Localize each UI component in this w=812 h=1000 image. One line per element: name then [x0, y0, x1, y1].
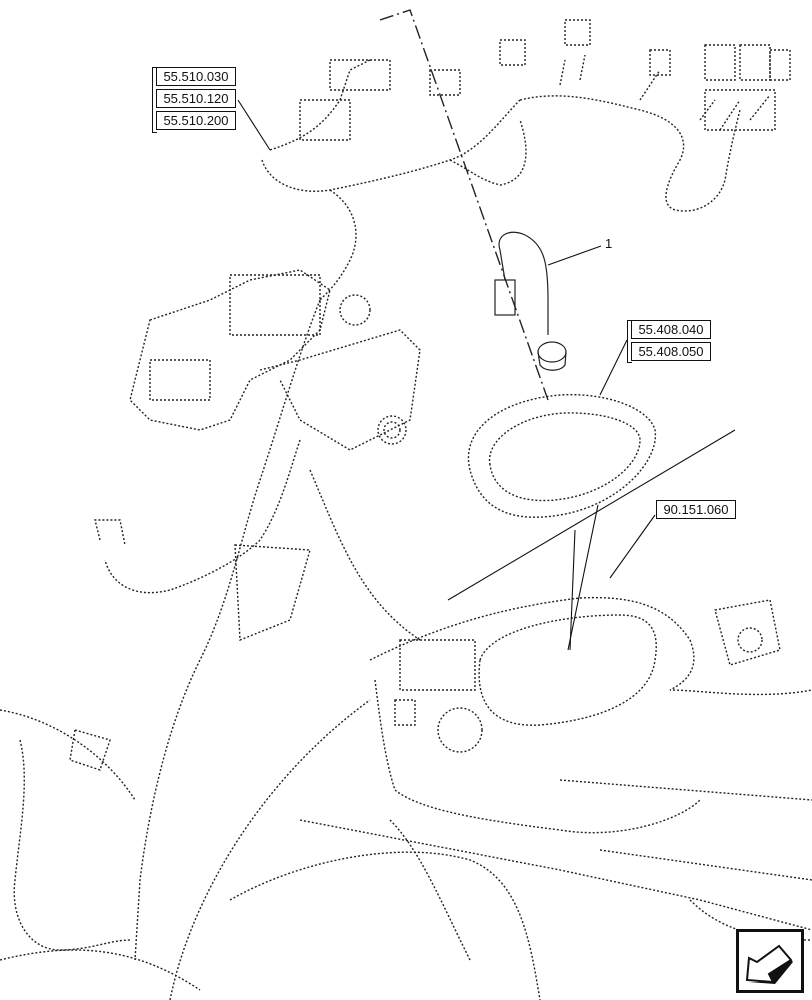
harness-ref-3[interactable]: 55.510.200 — [156, 111, 236, 130]
bezel-ref-2[interactable]: 55.408.050 — [631, 342, 711, 361]
relay-fuse-block — [129, 269, 421, 451]
harness-ref-bracket — [152, 67, 157, 133]
bezel-ref-bracket — [627, 320, 632, 363]
harness-ref-2[interactable]: 55.510.120 — [156, 89, 236, 108]
harness-ref-1[interactable]: 55.510.030 — [156, 67, 236, 86]
leader-lines — [237, 99, 736, 651]
next-page-button[interactable] — [736, 929, 804, 993]
dashboard-assembly — [169, 596, 812, 1000]
dash-ref[interactable]: 90.151.060 — [656, 500, 736, 519]
alignment-centerline — [379, 9, 549, 401]
side-wiring-harness — [0, 299, 421, 991]
upper-wiring-harness — [261, 19, 791, 301]
next-page-arrow-icon — [745, 944, 793, 984]
instrument-bezel — [467, 393, 657, 518]
bezel-ref-1[interactable]: 55.408.040 — [631, 320, 711, 339]
callout-item-1: 1 — [605, 236, 613, 251]
